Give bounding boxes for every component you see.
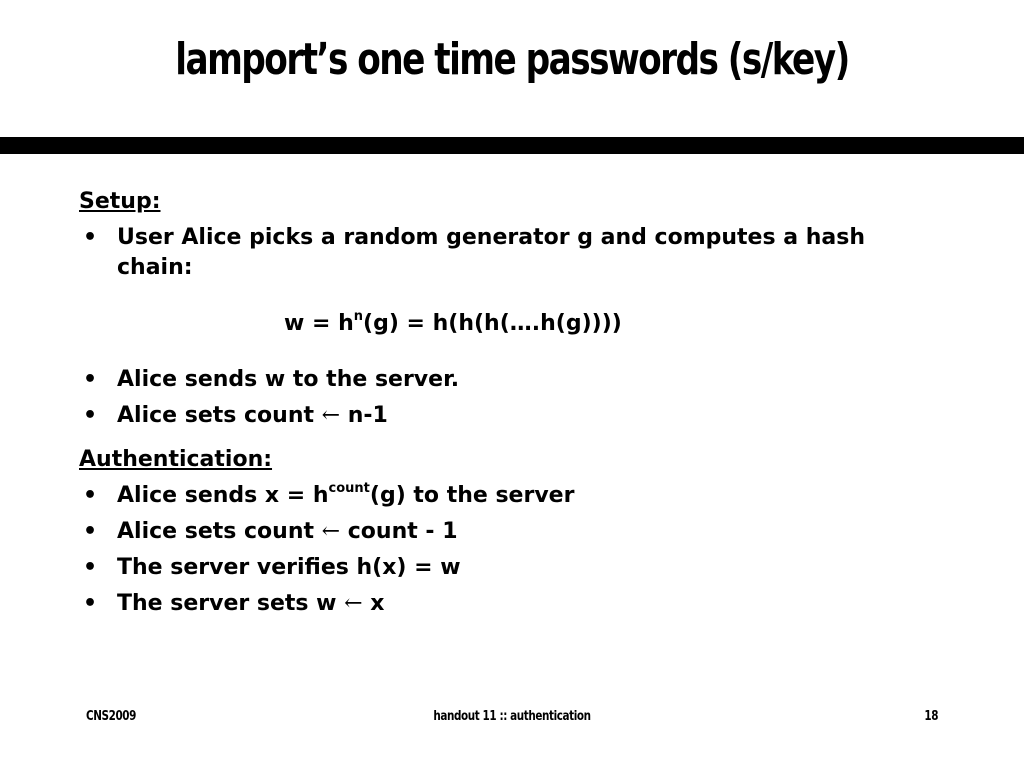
left-arrow-icon: ← <box>344 591 363 616</box>
footer-handout-label: handout 11 :: authentication <box>433 709 591 724</box>
authentication-heading: Authentication: <box>79 447 273 472</box>
bullet-dot: • <box>83 483 98 508</box>
auth-bullet-1-superscript: count <box>328 480 370 496</box>
footer-course-label: CNS2009 <box>86 709 136 724</box>
title-divider-bar <box>0 137 1024 154</box>
bullet-dot: • <box>83 367 98 392</box>
bullet-dot: • <box>83 225 98 250</box>
hash-chain-formula: w = hn(g) = h(h(h(….h(g)))) <box>79 309 939 339</box>
setup-bullet-3-prefix: Alice sets count <box>117 403 322 428</box>
setup-heading: Setup: <box>79 189 161 214</box>
bullet-dot: • <box>83 591 98 616</box>
auth-bullet-1-suffix: (g) to the server <box>369 483 575 508</box>
setup-bullet-2: • Alice sends w to the server. <box>79 365 939 395</box>
formula-prefix: w = h <box>284 311 354 336</box>
slide-body: Setup: • User Alice picks a random gener… <box>79 187 939 619</box>
bullet-dot: • <box>83 403 98 428</box>
section-gap <box>79 431 939 445</box>
formula-superscript: n <box>353 308 364 324</box>
setup-bullet-2-text: Alice sends w to the server. <box>117 367 460 392</box>
auth-bullet-4-suffix: x <box>362 591 385 616</box>
setup-bullet-1: • User Alice picks a random generator g … <box>79 223 939 283</box>
left-arrow-icon: ← <box>321 403 341 428</box>
bullet-dot: • <box>83 555 98 580</box>
auth-bullet-1-prefix: Alice sends x = h <box>117 483 329 508</box>
auth-bullet-3: • The server verifies h(x) = w <box>79 553 939 583</box>
setup-bullet-3-suffix: n-1 <box>340 403 388 428</box>
setup-bullet-1-text: User Alice picks a random generator g an… <box>117 225 865 280</box>
auth-bullet-4: • The server sets w ← x <box>79 589 939 619</box>
auth-bullet-3-text: The server verifies h(x) = w <box>117 555 461 580</box>
auth-bullet-2-prefix: Alice sets count <box>117 519 322 544</box>
auth-bullet-1: • Alice sends x = hcount(g) to the serve… <box>79 481 939 511</box>
setup-bullet-3: • Alice sets count ← n-1 <box>79 401 939 431</box>
auth-bullet-2-suffix: count - 1 <box>340 519 458 544</box>
auth-bullet-2: • Alice sets count ← count - 1 <box>79 517 939 547</box>
footer-page-number: 18 <box>924 709 938 724</box>
slide-title: lamport’s one time passwords (s/key) <box>175 34 850 85</box>
left-arrow-icon: ← <box>321 519 341 544</box>
auth-bullet-4-prefix: The server sets w <box>117 591 345 616</box>
formula-suffix: (g) = h(h(h(….h(g)))) <box>363 311 622 336</box>
bullet-dot: • <box>83 519 98 544</box>
